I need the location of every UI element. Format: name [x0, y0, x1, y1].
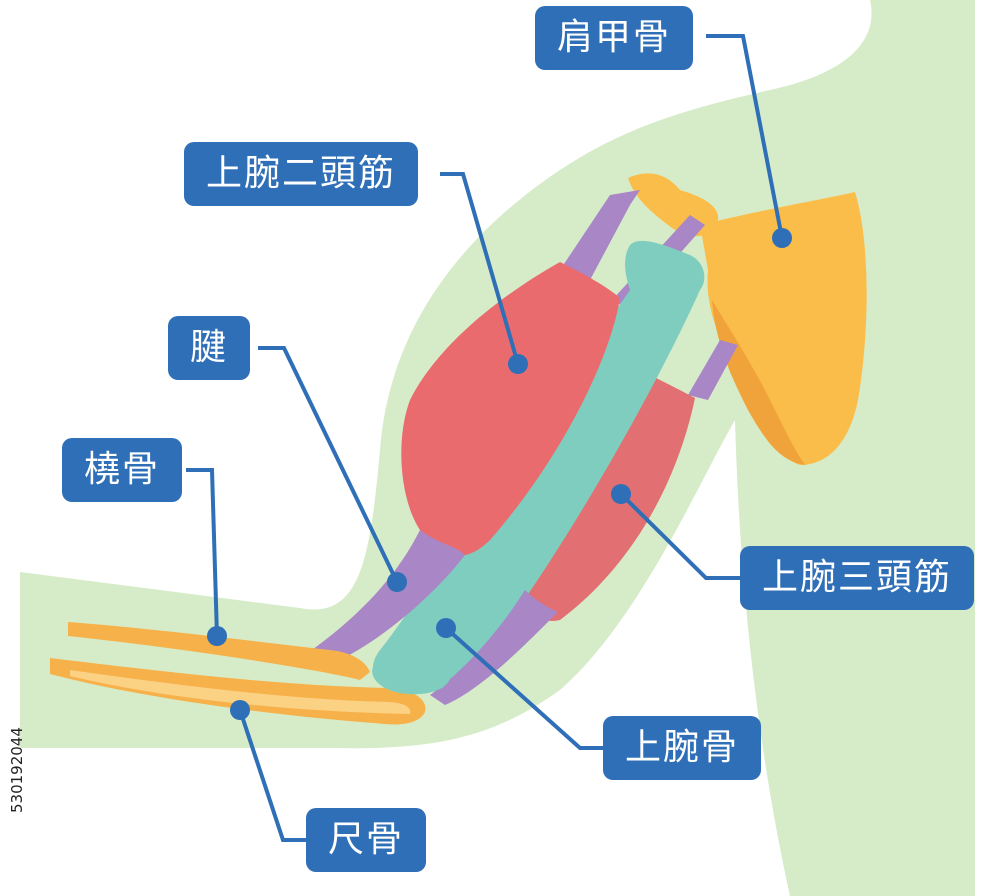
triceps-upper-tendon [688, 340, 738, 400]
dot-tendon [387, 572, 407, 592]
leader-lines [186, 34, 784, 842]
stock-id-text: 530192044 [8, 727, 26, 813]
leader-tendon [258, 346, 399, 583]
dot-humerus [436, 618, 456, 638]
biceps-upper-tendon-1 [560, 190, 640, 280]
label-biceps: 上腕二頭筋 [184, 142, 419, 206]
scapula-shape [700, 192, 867, 465]
label-ulna: 尺骨 [306, 808, 427, 872]
leader-dots [207, 228, 792, 720]
ulna-highlight [70, 670, 411, 714]
triceps-muscle [525, 370, 695, 621]
label-tendon: 腱 [168, 316, 251, 380]
leader-triceps [619, 492, 742, 580]
leader-scapula [706, 34, 784, 239]
triceps-distal-tendon [430, 590, 558, 705]
leader-ulna [238, 709, 308, 842]
leader-radius [186, 468, 219, 637]
dot-triceps [611, 484, 631, 504]
dot-scapula [772, 228, 792, 248]
label-scapula: 肩甲骨 [535, 6, 694, 70]
label-radius: 橈骨 [62, 438, 183, 502]
label-humerus: 上腕骨 [603, 716, 762, 780]
label-triceps: 上腕三頭筋 [740, 546, 975, 610]
dot-radius [207, 626, 227, 646]
biceps-distal-tendon [305, 530, 465, 660]
humerus-elbow [372, 645, 452, 695]
radius-bone [68, 622, 370, 680]
scapula-shadow [712, 300, 806, 465]
dot-biceps [508, 354, 528, 374]
dot-ulna [230, 700, 250, 720]
biceps-muscle [401, 262, 620, 557]
leader-humerus [444, 626, 605, 750]
leader-biceps [440, 172, 520, 365]
